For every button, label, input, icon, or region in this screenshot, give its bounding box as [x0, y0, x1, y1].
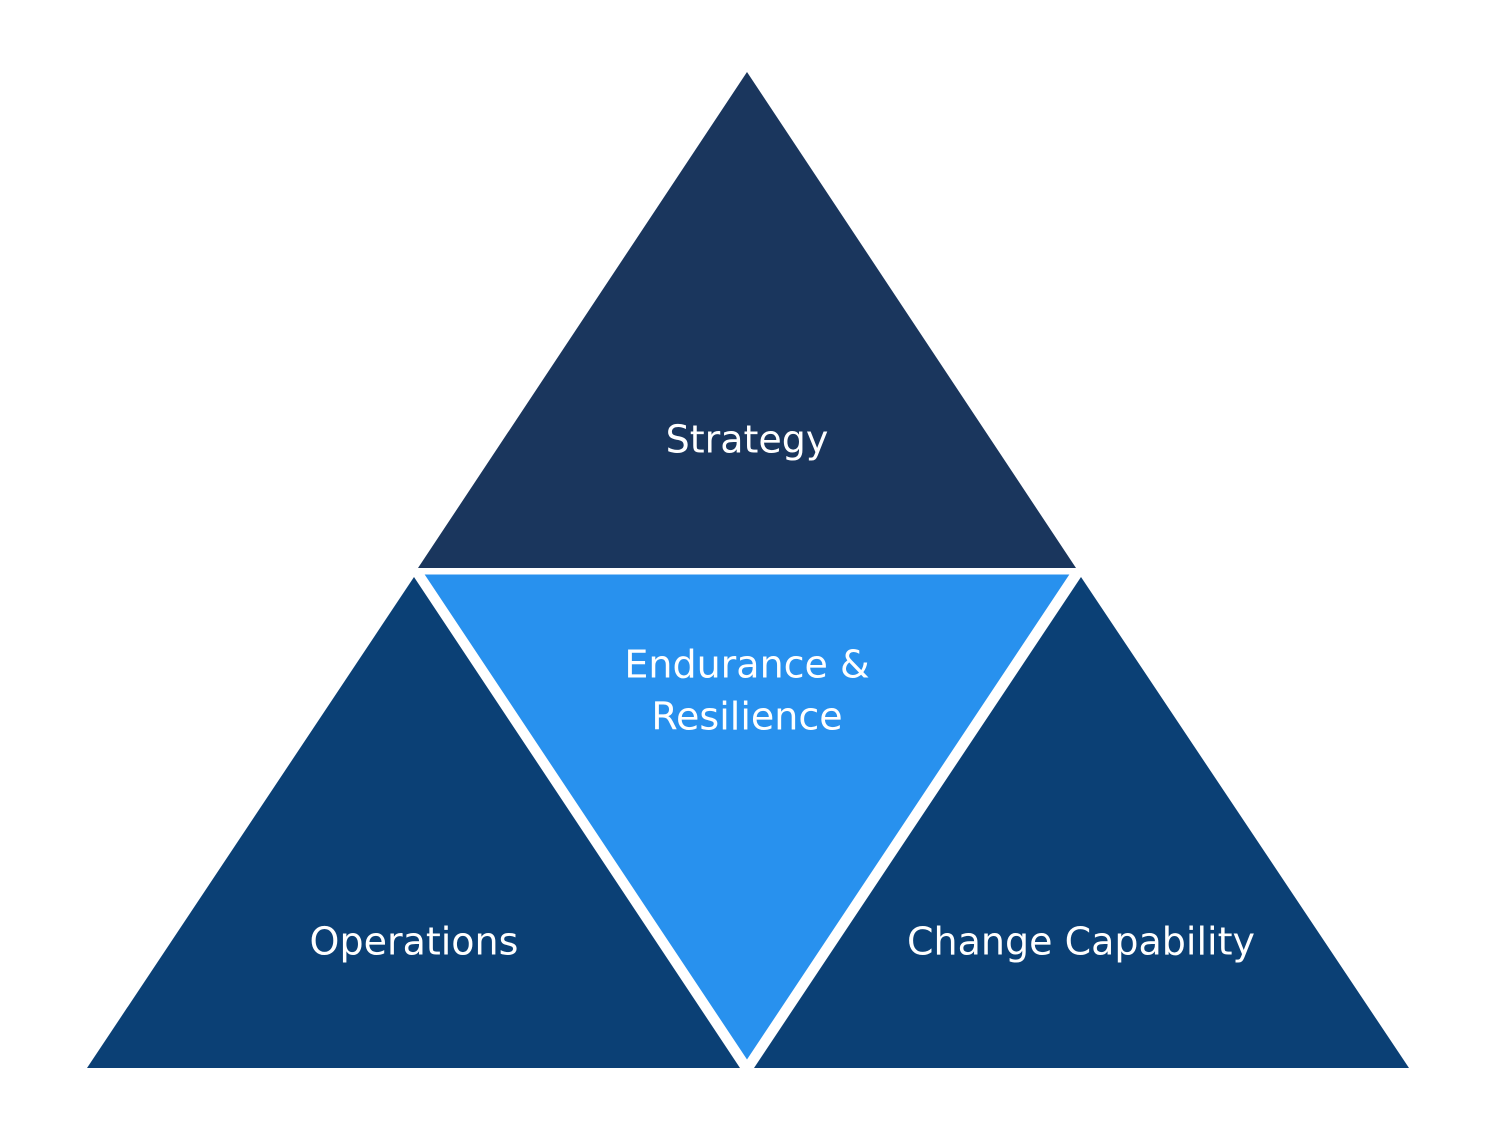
endurance-resilience-triangle — [415, 569, 1079, 1069]
operations-label: Operations — [310, 920, 519, 964]
endurance-resilience-label-line1: Endurance & — [624, 643, 869, 687]
change-capability-label: Change Capability — [907, 920, 1255, 964]
operations-triangle — [87, 577, 740, 1068]
endurance-resilience-label-line2: Resilience — [651, 695, 842, 739]
strategy-label: Strategy — [666, 418, 829, 462]
change-capability-triangle — [754, 577, 1409, 1068]
strategy-triangle — [418, 72, 1076, 568]
